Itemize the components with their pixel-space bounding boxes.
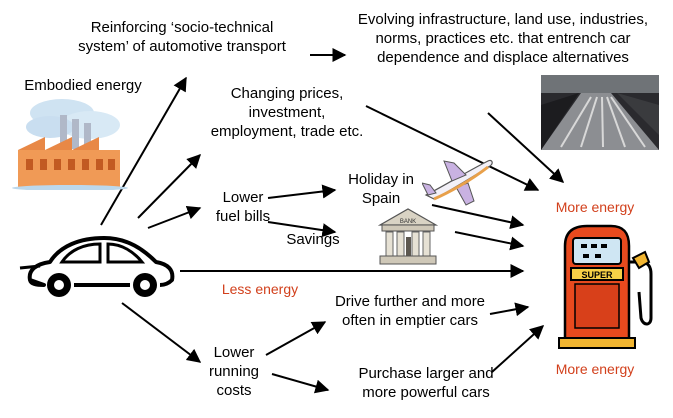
arrow-running-to-purchase [271,373,330,394]
holiday-line-1: Holiday in [348,171,414,188]
lower-running-line-3: costs [216,382,252,399]
reinforcing-line-1: Reinforcing ‘socio-technical [90,19,274,36]
airplane-icon [422,159,493,206]
evolving-line-1: Evolving infrastructure, land use, indus… [357,11,649,28]
savings-label: Savings [286,231,340,248]
factory-icon [12,99,128,190]
purchase-larger-text: Purchase larger and more powerful cars [342,364,510,402]
changing-line-1: Changing prices, [230,85,344,102]
drive-line-1: Drive further and more [334,293,486,310]
arrow-drive-to-pump [489,302,530,317]
arrow-car-to-reinforcing [100,76,187,226]
arrow-car-to-changing-prices [137,154,201,219]
evolving-line-3: dependence and displace alternatives [377,49,629,66]
holiday-line-2: Spain [361,190,401,207]
evolving-line-2: norms, practices etc. that entrench car [375,30,631,47]
bank-sign-text: BANK [400,219,416,225]
lower-running-costs-text: Lower running costs [200,343,268,400]
changing-line-3: employment, trade etc. [210,123,364,140]
less-energy-label: Less energy [221,281,299,297]
evolving-infrastructure-text: Evolving infrastructure, land use, indus… [335,10,671,67]
purchase-line-2: more powerful cars [362,384,490,401]
pump-sign-text: SUPER [581,270,613,280]
lower-fuel-bills-text: Lower fuel bills [200,188,286,226]
lower-running-line-1: Lower [213,344,255,361]
arrow-bank-to-pump [454,231,525,251]
arrow-running-to-drive [265,321,327,356]
drive-line-2: often in emptier cars [342,312,478,329]
fuel-pump-icon: SUPER [558,224,653,349]
more-energy-top-label: More energy [555,199,635,215]
lower-fuel-line-2: fuel bills [215,208,271,225]
arrow-purchase-to-pump [491,325,545,373]
lower-fuel-line-1: Lower [222,189,264,206]
arrow-holiday-to-pump [431,204,525,230]
highway-photo [541,75,659,150]
drive-further-text: Drive further and more often in emptier … [320,292,500,330]
arrow-highway-to-more-energy [487,112,565,183]
reinforcing-system-text: Reinforcing ‘socio-technical system’ of … [62,18,302,56]
arrow-changing-to-more-energy [365,105,540,191]
changing-line-2: investment, [248,104,326,121]
car-icon [19,236,175,297]
embodied-energy-label: Embodied energy [24,77,142,94]
arrow-car-to-lower-running [121,302,202,363]
arrow-fuel-bills-to-holiday [267,184,337,199]
changing-prices-text: Changing prices, investment, employment,… [202,84,372,141]
purchase-line-1: Purchase larger and [358,365,494,382]
arrow-fuel-bills-to-savings [267,221,337,238]
arrow-car-to-lower-fuel-bills [147,205,202,229]
holiday-in-spain-text: Holiday in Spain [336,170,426,208]
reinforcing-line-2: system’ of automotive transport [78,38,286,55]
lower-running-line-2: running [208,363,260,380]
more-energy-bottom-label: More energy [555,361,635,377]
bank-icon: BANK [378,208,438,265]
